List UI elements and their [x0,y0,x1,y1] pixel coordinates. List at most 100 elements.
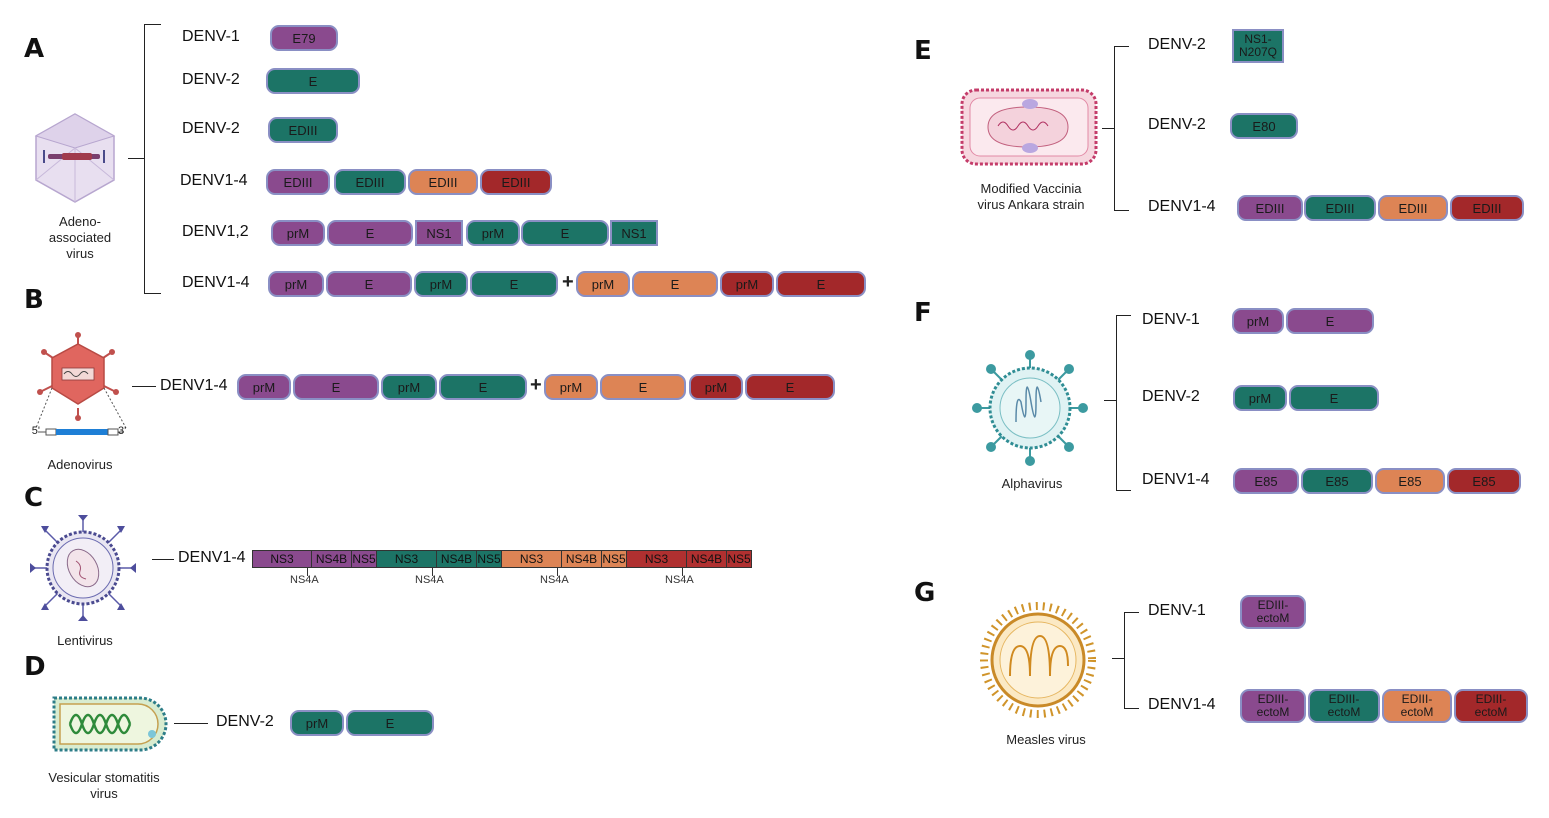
panel-b-row-1-segment-4: E [439,374,527,400]
aav-label-line-3: virus [66,246,94,261]
panel-g-row-2-label: DENV1-4 [1148,696,1216,713]
panel-g-bracket [1124,612,1139,709]
panel-letter-e: E [914,36,932,66]
three-prime-label: 3' [118,425,127,437]
aav-virus-icon [34,113,116,203]
panel-e-row-2-label: DENV-2 [1148,116,1206,133]
panel-c-block-2-cell-2: NS4B [437,550,477,568]
panel-b-row-1-segment-5: prM [544,374,598,400]
panel-a-row-4-label: DENV1-4 [180,172,248,189]
panel-a-row-4-segment-4: EDIII [480,169,552,195]
panel-f-row-3-label: DENV1-4 [1142,471,1210,488]
lentivirus-label-line-1: Lentivirus [57,633,113,648]
panel-letter-d: D [24,652,46,682]
panel-b-row-1-segment-2: E [293,374,379,400]
panel-a-row-6-segment-8: E [776,271,866,297]
panel-letter-c: C [24,483,44,513]
mva-label-line-2: virus Ankara strain [977,197,1085,212]
panel-b-row-1-segment-6: E [600,374,686,400]
vsv-label: Vesicular stomatitis virus [28,770,180,802]
panel-a-row-5-segment-2: E [327,220,413,246]
lentivirus-label: Lentivirus [30,633,140,649]
panel-e-row-3-segment-2: EDIII [1304,195,1376,221]
panel-c-block-2-tick [432,568,433,576]
vsv-label-line-2: virus [90,786,118,801]
panel-f-row-1-segment-2: E [1286,308,1374,334]
panel-d-row-1-segment-1: prM [290,710,344,736]
panel-c-block-3-cell-3: NS5 [602,550,627,568]
panel-a-row-6-segment-4: E [470,271,558,297]
panel-c-block-3-cell-2: NS4B [562,550,602,568]
panel-a-row-5-label: DENV1,2 [182,223,249,240]
measles-virus-icon [980,602,1096,718]
panel-c-block-2-cell-1: NS3 [377,550,437,568]
mva-label: Modified Vaccinia virus Ankara strain [958,181,1104,213]
panel-b-row-1-segment-3: prM [381,374,437,400]
alphavirus-icon [972,350,1088,466]
alphavirus-label-line-1: Alphavirus [1001,476,1063,491]
panel-b-row-1-label: DENV1-4 [160,377,228,394]
panel-b-stem [132,386,156,387]
panel-d-stem [174,723,208,724]
panel-letter-a: A [24,34,45,64]
alphavirus-label: Alphavirus [972,476,1092,492]
panel-c-block-1-cell-2: NS4B [312,550,352,568]
panel-c-block-3-tick [557,568,558,576]
panel-f-row-1-segment-1: prM [1232,308,1284,334]
panel-g-row-2-segment-3: EDIII-ectoM [1382,689,1452,723]
panel-a-row-6-segment-3: prM [414,271,468,297]
adenovirus-label: Adenovirus [30,457,130,473]
panel-b-row-1-segment-1: prM [237,374,291,400]
panel-a-row-3-segment-1: EDIII [268,117,338,143]
panel-c-block-1-cell-1: NS3 [252,550,312,568]
panel-a-row-5-segment-4: prM [466,220,520,246]
panel-g-row-2-segment-1: EDIII-ectoM [1240,689,1306,723]
panel-a-row-5-segment-3: NS1 [415,220,463,246]
panel-f-row-2-segment-1: prM [1233,385,1287,411]
panel-c-block-1-tick [307,568,308,576]
panel-d-row-1-label: DENV-2 [216,713,274,730]
panel-a-row-6-label: DENV1-4 [182,274,250,291]
panel-c-block-4-cell-2: NS4B [687,550,727,568]
panel-e-row-3-segment-4: EDIII [1450,195,1524,221]
panel-e-row-3-label: DENV1-4 [1148,198,1216,215]
panel-f-row-3-segment-2: E85 [1301,468,1373,494]
panel-a-row-5-segment-6: NS1 [610,220,658,246]
panel-c-block-4-cell-1: NS3 [627,550,687,568]
aav-label-line-2: associated [48,230,112,245]
panel-c-block-4-tick [682,568,683,576]
adenovirus-label-line-1: Adenovirus [47,457,113,472]
panel-c-block-3-cell-1: NS3 [502,550,562,568]
panel-c-block-2-sublabel: NS4A [415,574,444,586]
aav-label-line-1: Adeno- [59,214,101,229]
panel-c-row-1-label: DENV1-4 [178,549,246,566]
panel-c-stem [152,559,174,560]
panel-e-bracket [1114,46,1129,211]
panel-c-block-2-cell-3: NS5 [477,550,502,568]
panel-a-row-2-segment-1: E [266,68,360,94]
panel-a-row-6-plus-1: + [562,271,574,293]
panel-e-stem [1102,128,1114,129]
panel-a-row-5-segment-1: prM [271,220,325,246]
panel-g-row-2-segment-4: EDIII-ectoM [1454,689,1528,723]
mva-virus-icon [960,88,1098,166]
panel-d-row-1-segment-2: E [346,710,434,736]
panel-letter-b: B [24,285,44,315]
panel-f-row-2-segment-2: E [1289,385,1379,411]
five-prime-label: 5' [31,425,40,437]
panel-a-row-6-segment-5: prM [576,271,630,297]
panel-e-row-3-segment-3: EDIII [1378,195,1448,221]
panel-f-row-3-segment-1: E85 [1233,468,1299,494]
panel-c-block-4-sublabel: NS4A [665,574,694,586]
panel-c-block-1-cell-3: NS5 [352,550,377,568]
panel-a-row-1-label: DENV-1 [182,28,240,45]
panel-a-bracket [144,24,161,294]
panel-f-row-1-label: DENV-1 [1142,311,1200,328]
panel-a-row-4-segment-2: EDIII [334,169,406,195]
panel-letter-g: G [914,578,936,608]
panel-e-row-2-segment-1: E80 [1230,113,1298,139]
mva-label-line-1: Modified Vaccinia [980,181,1082,196]
